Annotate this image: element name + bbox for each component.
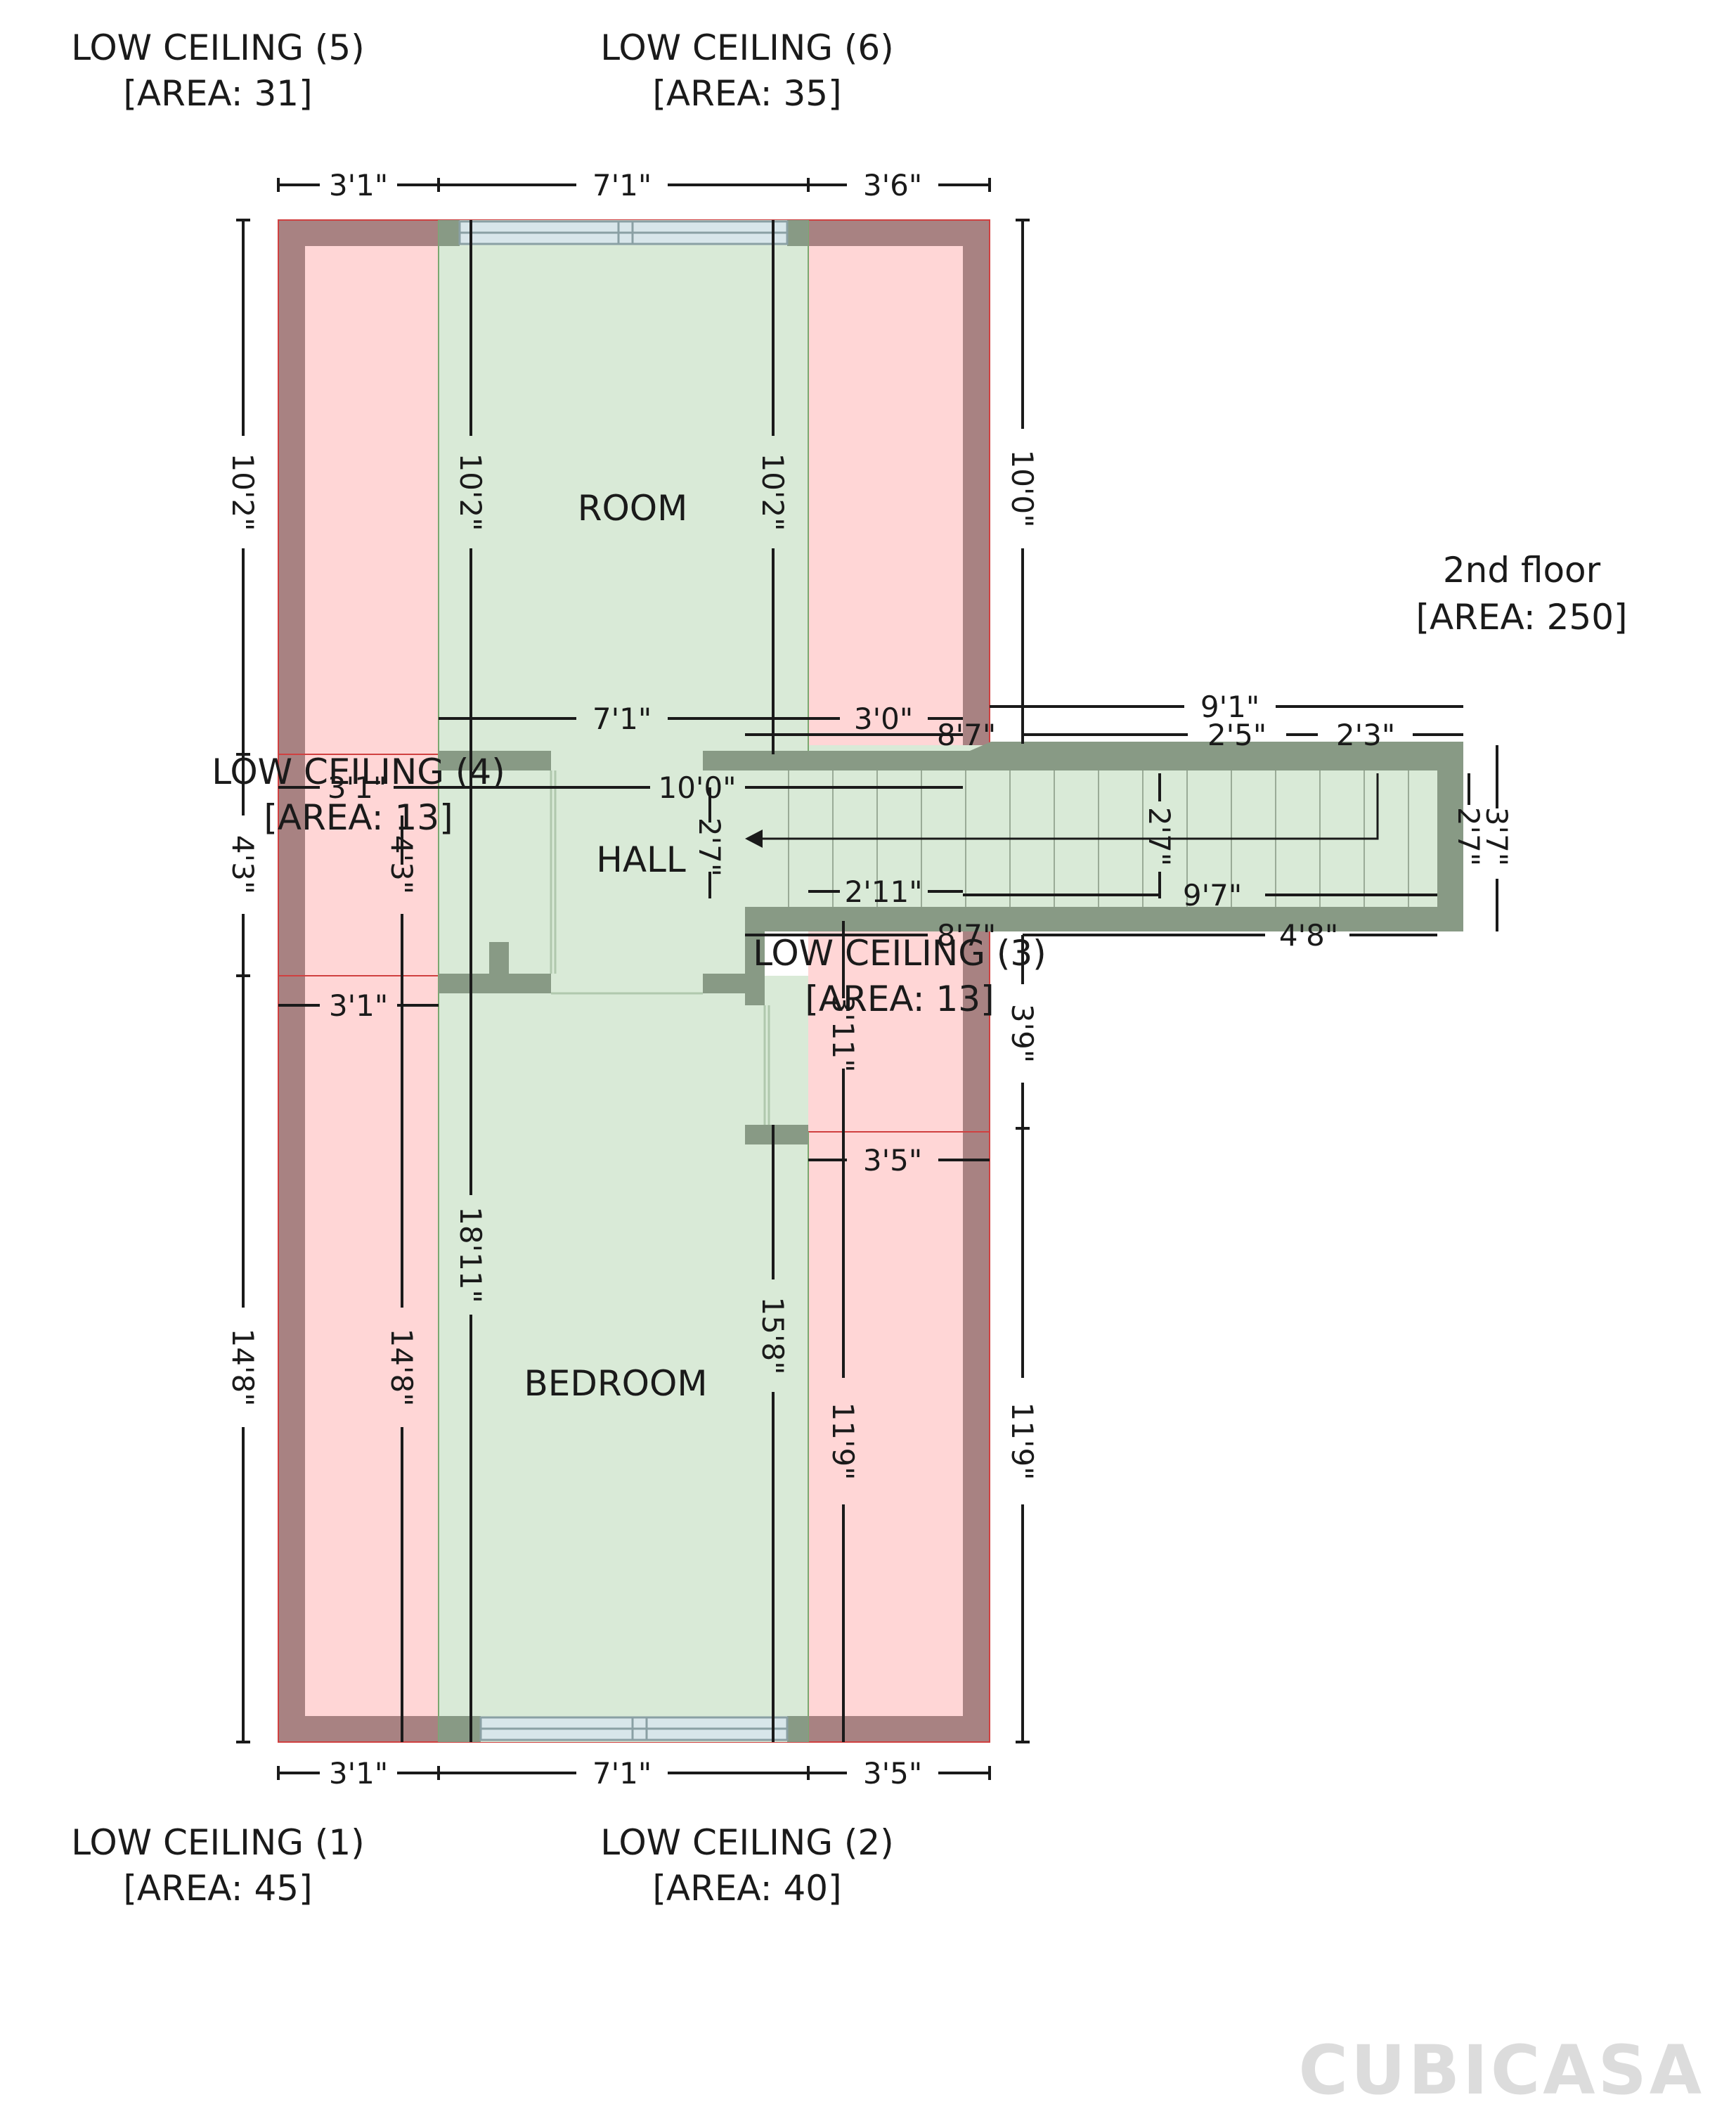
bedroom-area <box>439 976 808 1742</box>
dim-left-top: 10'2" <box>226 453 260 531</box>
dim-room-right: 10'2" <box>756 453 790 531</box>
room-label: ROOM <box>578 488 688 529</box>
low-ceiling-5-name: LOW CEILING (5) <box>71 27 364 68</box>
door-openings <box>550 770 770 1125</box>
dim-bedroom-18-11: 18'11" <box>453 1206 488 1303</box>
low-ceiling-2-area <box>808 1132 990 1742</box>
windows <box>458 220 789 1741</box>
dim-left-bot: 14'8" <box>226 1328 260 1406</box>
dim-top-mid: 7'1" <box>592 168 652 202</box>
low-ceiling-5-area-value: [AREA: 31] <box>123 73 312 114</box>
dim-stair-end-2-7: 2'7" <box>1451 807 1486 866</box>
dim-lc1-width-top: 3'1" <box>329 988 388 1023</box>
dim-hall-2-11: 2'11" <box>844 875 922 909</box>
low-ceiling-4-area-value: [AREA: 13] <box>264 797 453 838</box>
dim-lc1-height: 14'8" <box>384 1328 419 1406</box>
hall-label: HALL <box>596 839 686 880</box>
floor-label: 2nd floor <box>1443 550 1601 591</box>
dim-right-mid: 3'9" <box>1005 1004 1039 1063</box>
rooms <box>438 220 1463 1742</box>
low-ceiling-3-area <box>808 928 990 1132</box>
dim-lc2-width: 3'5" <box>863 1143 922 1178</box>
dim-right-top: 10'0" <box>1005 449 1039 527</box>
dim-left-mid: 4'3" <box>226 835 260 894</box>
cubicasa-logo: CUBICASA <box>1299 2031 1704 2109</box>
low-ceiling-6-name: LOW CEILING (6) <box>600 27 893 68</box>
dim-stair-top-total: 9'1" <box>1200 690 1259 724</box>
dim-stair-2-3: 2'3" <box>1336 718 1395 752</box>
dim-bot-mid: 7'1" <box>592 1756 652 1791</box>
floor-area-value: [AREA: 250] <box>1416 597 1627 638</box>
dim-right-bot: 11'9" <box>1005 1402 1039 1480</box>
area-labels: LOW CEILING (5) [AREA: 31] LOW CEILING (… <box>71 27 1627 1909</box>
dim-bot-left: 3'1" <box>329 1756 388 1791</box>
dim-hall-2-7: 2'7" <box>692 818 727 877</box>
bedroom-label: BEDROOM <box>524 1363 708 1404</box>
dim-top-right: 3'6" <box>863 168 922 202</box>
dim-stair-8-7-bot: 8'7" <box>937 918 996 953</box>
dim-lc6-width: 3'0" <box>854 702 913 736</box>
dim-stair-end-3-7: 3'7" <box>1479 807 1514 866</box>
dim-bedroom-15-8: 15'8" <box>756 1296 790 1374</box>
dim-lc4-width: 3'1" <box>328 770 387 805</box>
staircase <box>745 770 1409 907</box>
dim-bot-right: 3'5" <box>863 1756 922 1791</box>
walls <box>439 220 1463 1742</box>
low-ceiling-6-area <box>808 220 990 754</box>
low-ceiling-1-area-value: [AREA: 45] <box>123 1868 312 1909</box>
dimension-labels: 3'1" 7'1" 3'6" 3'1" 7'1" 3'5" 10'2" 4'3"… <box>226 168 1514 1791</box>
low-ceiling-2-area-value: [AREA: 40] <box>652 1868 841 1909</box>
dim-room-width: 7'1" <box>592 702 652 736</box>
dim-stair-8-7-top: 8'7" <box>937 718 996 752</box>
low-ceiling-2-name: LOW CEILING (2) <box>600 1822 893 1863</box>
low-ceiling-4-name: LOW CEILING (4) <box>212 752 505 792</box>
room-area <box>439 220 808 754</box>
dim-lc3-height: 3'11" <box>826 994 860 1072</box>
low-ceiling-1-name: LOW CEILING (1) <box>71 1822 364 1863</box>
dim-stair-4-8: 4'8" <box>1279 918 1338 953</box>
dim-stair-9-7: 9'7" <box>1183 878 1242 912</box>
dim-top-left: 3'1" <box>329 168 388 202</box>
low-ceiling-3-name: LOW CEILING (3) <box>753 933 1046 974</box>
dim-lc4-height: 4'3" <box>384 835 419 894</box>
dim-stair-inner-2-7: 2'7" <box>1142 807 1177 866</box>
low-ceiling-areas <box>278 219 990 1743</box>
dim-stair-2-5: 2'5" <box>1207 718 1267 752</box>
stair-direction-arrow <box>752 773 1379 840</box>
dim-hall-width: 10'0" <box>658 770 736 805</box>
low-ceiling-3-area-value: [AREA: 13] <box>805 979 994 1019</box>
dimension-lines <box>236 178 1498 1780</box>
low-ceiling-6-area-value: [AREA: 35] <box>652 73 841 114</box>
hall-area <box>439 754 745 976</box>
dim-lc2-height: 11'9" <box>826 1402 860 1480</box>
arrow-head-icon <box>745 830 763 848</box>
dim-room-left: 10'2" <box>453 453 488 531</box>
